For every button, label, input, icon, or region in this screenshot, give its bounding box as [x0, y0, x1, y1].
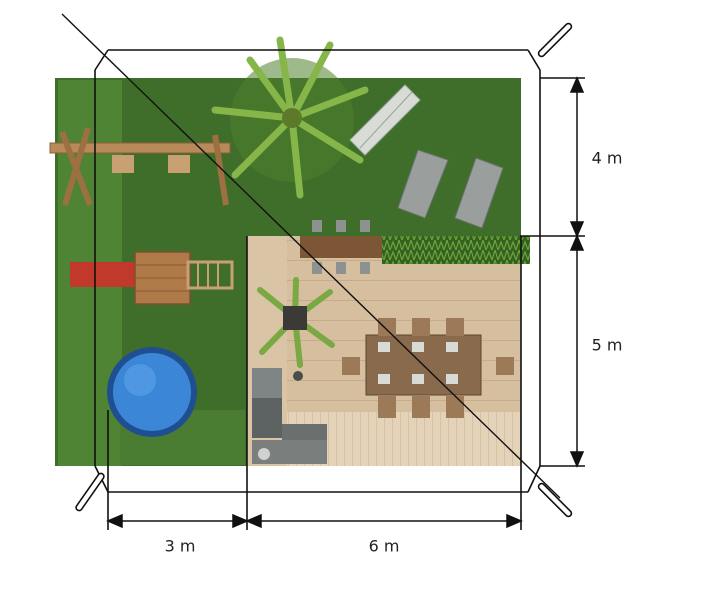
bar-counter — [300, 220, 382, 274]
dimension-label-bottom: 5 m — [591, 335, 623, 355]
vertical-dimension — [520, 76, 585, 468]
palm-tree — [211, 36, 369, 199]
play-tower — [70, 251, 234, 305]
dimension-label-left: 3 m — [164, 536, 196, 556]
swing-set — [49, 127, 231, 207]
plot-outline — [94, 49, 541, 530]
sun-loungers — [397, 149, 504, 229]
pool — [107, 347, 197, 437]
outdoor-kitchen — [252, 368, 327, 464]
patio-umbrella — [349, 84, 421, 156]
dimension-label-right: 6 m — [368, 536, 400, 556]
hedge — [382, 236, 530, 264]
dimension-label-top: 4 m — [591, 148, 623, 168]
horizontal-dimension — [106, 513, 523, 529]
deck-palm — [257, 277, 335, 368]
diagonal-line — [61, 13, 561, 499]
